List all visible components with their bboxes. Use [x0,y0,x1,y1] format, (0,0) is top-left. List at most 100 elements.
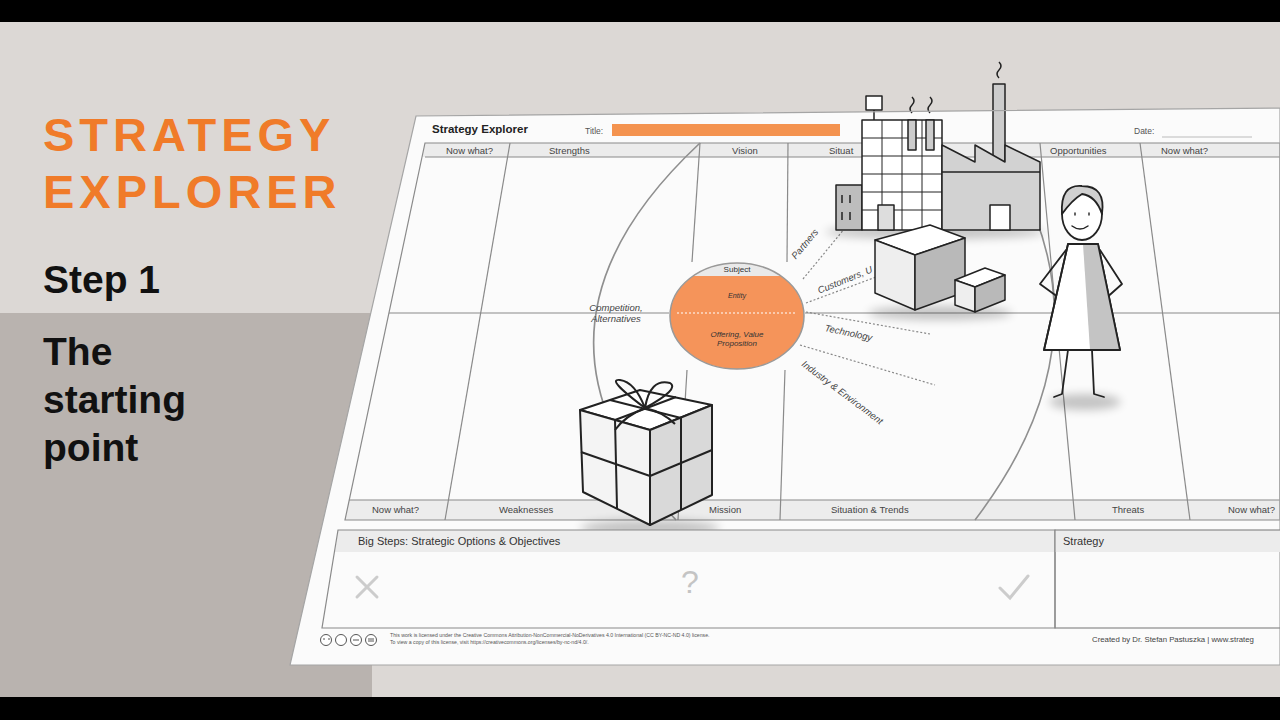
column-heading: Threats [1112,504,1144,515]
canvas-grid [345,143,1280,520]
node-outline [669,262,805,370]
text-slot: Now what? [446,145,493,156]
woman-illustration [1054,350,1104,397]
text-slot: Competition, Alternatives [580,302,652,324]
factory-illustration [993,84,1005,164]
text-slot: Now what? [1228,504,1275,515]
box-heading: Strategy [1063,535,1104,548]
subject-circle: SubjectEntityOffering, Value Proposition [669,262,805,370]
canvas-grid [349,499,1280,500]
text-slot: Threats [1112,504,1144,515]
license-note: This work is licensed under the Creative… [390,632,710,638]
column-heading: Situat [829,145,853,156]
canvas-sheet [290,108,1280,665]
field-label: Date: [1134,126,1154,137]
canvas-sheet [345,500,1280,520]
option-symbols [357,577,377,597]
factory-illustration [842,195,850,220]
text-slot: Created by Dr. Stefan Pastuszka | www.st… [1092,635,1254,644]
gift-illustration [580,380,712,525]
license-icons [321,635,377,646]
factory-illustration [908,120,916,150]
gift-illustration [581,397,712,510]
option-symbols [357,577,377,597]
text-slot: The starting point [43,328,253,472]
text-slot: To view a copy of this license, visit ht… [390,639,589,645]
license-note: To view a copy of this license, visit ht… [390,639,589,645]
text-slot: Title: [585,126,603,137]
canvas-sheet [422,143,1280,157]
text-slot: Opportunities [1050,145,1107,156]
canvas-sheet [1162,137,1252,138]
text-slot: Situat [829,145,853,156]
text-slot: Mission [709,504,741,515]
gift-illustration [615,380,675,430]
text-slot: Weaknesses [499,504,553,515]
factory-illustration [942,145,1040,230]
license-icons [323,639,374,641]
factory-illustration [878,205,894,230]
column-heading: Now what? [1161,145,1208,156]
node-outline-part [322,530,1055,628]
circle-heading: Subject [669,264,805,275]
text-slot: Offering, Value Proposition [695,330,779,348]
text-slot: STRATEGY EXPLORER [43,106,403,220]
text-slot: Customers, U [818,285,876,296]
text-slot: Strategy [1063,535,1104,548]
factory-illustration [990,205,1010,230]
cubes-illustration [875,240,915,310]
woman-illustration [1044,244,1120,350]
canvas-sheet: Strategy ExplorerSubjectEntityOffering, … [290,108,1280,665]
text-slot: Date: [1134,126,1154,137]
factory-illustration [862,120,942,230]
node-outline [290,108,1280,665]
factory-illustration [942,171,1040,173]
canvas-grid [780,370,785,520]
canvas-grid [345,143,1280,520]
factory-illustration [926,120,934,150]
column-heading: Mission [709,504,741,515]
text-slot: Partners [793,252,829,263]
node-outline-part [1055,530,1280,552]
node-outline-part [670,263,804,369]
credit-note: Created by Dr. Stefan Pastuszka | www.st… [1092,635,1254,644]
column-heading: Situation & Trends [831,504,909,515]
column-heading: Vision [732,145,758,156]
text-slot: Situation & Trends [831,504,909,515]
node-outline-part [669,262,805,276]
woman-illustration [1044,244,1120,350]
text-slot: Vision [732,145,758,156]
drop-shadows [868,306,1012,320]
factory-illustration [836,185,862,230]
circle-field: Offering, Value Proposition [695,330,779,348]
box-heading: Big Steps: Strategic Options & Objective… [358,535,560,548]
canvas-sheet [612,124,840,136]
text-slot: Strategy Explorer [432,122,528,136]
step-number: Step 1 [43,256,160,304]
column-heading: Now what? [1228,504,1275,515]
canvas-grid [692,143,700,262]
canvas-title: Strategy Explorer [432,122,528,136]
woman-illustration [1072,213,1089,229]
canvas-sheet [290,108,1280,665]
text-slot: ? [670,564,710,600]
node-outline-part [677,312,797,313]
canvas-grid [425,156,1280,157]
text-slot: Step 1 [43,256,160,304]
column-heading: Now what? [372,504,419,515]
license-icons [366,635,377,646]
text-slot: Industry & Environment [803,357,902,368]
slide-title: STRATEGY EXPLORER [43,106,403,220]
backdrop [0,0,1280,22]
license-icons [321,635,332,646]
text-slot: Subject [669,264,805,275]
text-slot: Big Steps: Strategic Options & Objective… [358,535,560,548]
backdrop [0,697,1280,720]
text-slot: Entity [669,291,805,300]
node-outline-part [1055,530,1280,628]
text-slot: This work is licensed under the Creative… [390,632,710,638]
drop-shadows [580,225,1121,536]
option-symbols [1000,576,1028,598]
text-slot: Technology [825,322,873,333]
